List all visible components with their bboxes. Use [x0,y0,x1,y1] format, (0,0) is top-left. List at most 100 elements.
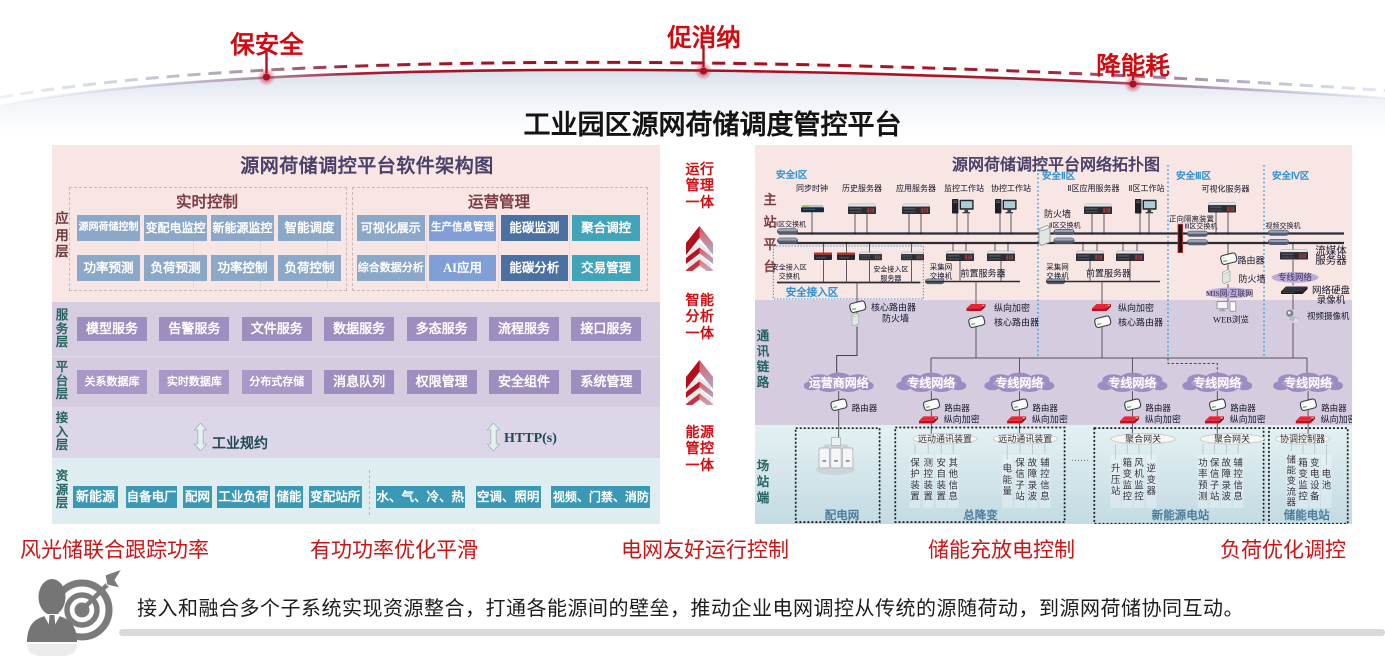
svg-text:保: 保 [1015,457,1025,469]
svg-text:安全Ⅳ区: 安全Ⅳ区 [1272,170,1310,182]
svg-text:控: 控 [1298,491,1308,503]
svg-text:视频交换机: 视频交换机 [1266,221,1301,230]
svg-text:Ⅰ区交换机: Ⅰ区交换机 [776,220,806,229]
svg-text:路由器: 路由器 [1238,255,1265,266]
svg-text:历史服务器: 历史服务器 [842,183,882,193]
svg-text:纵向加密: 纵向加密 [1145,414,1181,425]
svg-text:主: 主 [763,192,776,207]
svg-text:专线网络: 专线网络 [1278,272,1313,282]
svg-text:总降变: 总降变 [963,508,998,522]
svg-text:控: 控 [923,468,933,480]
svg-text:运营商网络: 运营商网络 [809,375,869,390]
svg-text:Ⅱ区工作站: Ⅱ区工作站 [1129,183,1165,193]
svg-text:防火墙: 防火墙 [882,313,909,324]
svg-text:前置服务器: 前置服务器 [1086,268,1131,279]
svg-text:自: 自 [936,468,946,480]
svg-text:电: 电 [1322,468,1332,480]
svg-text:监控工作站: 监控工作站 [944,183,984,193]
svg-text:置: 置 [936,492,946,503]
svg-text:流: 流 [1287,486,1297,498]
svg-text:储能电站: 储能电站 [1284,508,1330,522]
svg-text:监: 监 [1298,479,1308,491]
svg-text:路: 路 [757,375,770,390]
svg-text:率: 率 [1198,468,1208,480]
svg-text:路由器: 路由器 [944,403,970,413]
svg-text:障: 障 [1028,468,1038,480]
svg-text:测: 测 [923,458,933,469]
svg-text:障: 障 [1222,468,1232,480]
svg-text:辅: 辅 [1040,457,1050,469]
svg-text:储: 储 [1287,454,1297,466]
svg-text:采集网: 采集网 [930,262,953,272]
svg-text:聚合网关: 聚合网关 [1214,433,1250,444]
svg-text:息: 息 [1233,491,1243,503]
svg-text:场: 场 [757,459,770,473]
svg-text:机: 机 [1134,468,1144,480]
svg-text:站: 站 [1210,491,1220,503]
svg-text:路由器: 路由器 [1145,403,1171,413]
svg-text:监: 监 [1134,479,1144,491]
svg-text:站: 站 [763,214,776,229]
svg-text:Ⅱ区应用服务器: Ⅱ区应用服务器 [1068,183,1120,193]
svg-text:信: 信 [1015,468,1025,480]
svg-text:站: 站 [1015,491,1025,503]
svg-text:录: 录 [1222,480,1232,491]
svg-text:远动通讯装置: 远动通讯装置 [918,433,972,444]
svg-text:专线网络: 专线网络 [995,375,1043,390]
svg-text:正向隔离装置: 正向隔离装置 [1169,214,1214,224]
svg-text:纵向加密: 纵向加密 [944,414,980,425]
svg-text:故: 故 [1028,457,1038,469]
svg-text:安全Ⅰ区: 安全Ⅰ区 [776,169,808,181]
svg-text:控: 控 [1233,468,1243,480]
svg-text:池: 池 [1322,479,1332,491]
svg-text:服务器: 服务器 [1315,254,1347,267]
svg-text:网络硬盘: 网络硬盘 [1312,285,1351,297]
svg-text:服务器: 服务器 [880,274,901,283]
svg-text:信: 信 [948,479,958,491]
svg-text:应用服务器: 应用服务器 [896,183,936,193]
svg-text:链: 链 [757,359,770,374]
svg-text:控: 控 [1040,468,1050,480]
svg-text:配电网: 配电网 [825,508,860,522]
svg-text:核心路由器: 核心路由器 [994,317,1039,328]
svg-text:测: 测 [1198,492,1208,503]
svg-text:流媒体: 流媒体 [1315,244,1347,257]
svg-text:远动通讯装置: 远动通讯装置 [998,433,1052,444]
svg-text:置: 置 [923,492,933,503]
svg-text:变: 变 [1123,468,1133,480]
svg-text:信: 信 [1040,479,1050,491]
svg-text:视频摄像机: 视频摄像机 [1307,311,1350,321]
svg-text:装: 装 [910,479,920,491]
svg-text:专线网络: 专线网络 [1284,375,1332,390]
svg-text:监: 监 [1123,479,1133,491]
svg-text:控: 控 [1123,491,1133,503]
svg-text:护: 护 [910,468,920,480]
svg-text:能: 能 [1002,474,1012,486]
svg-text:息: 息 [948,491,958,503]
svg-text:变: 变 [1146,474,1156,486]
svg-text:核心路由器: 核心路由器 [1118,317,1163,328]
svg-text:路由器: 路由器 [852,403,878,413]
svg-text:交换机: 交换机 [930,271,953,281]
svg-text:路由器: 路由器 [1230,403,1256,413]
svg-text:新能源电站: 新能源电站 [1152,508,1210,522]
svg-text:站: 站 [1111,485,1121,497]
svg-text:子: 子 [1210,480,1220,491]
svg-text:路由器: 路由器 [1321,403,1347,413]
svg-text:核心路由器: 核心路由器 [871,302,916,313]
svg-text:防火墙: 防火墙 [1044,208,1071,219]
svg-text:风: 风 [1134,458,1144,469]
svg-text:纵向加密: 纵向加密 [1032,414,1068,425]
svg-text:协调控制器: 协调控制器 [1280,433,1325,444]
svg-text:可视化服务器: 可视化服务器 [1202,184,1250,194]
svg-text:采集网: 采集网 [1046,262,1069,272]
svg-text:升: 升 [1111,464,1121,475]
svg-text:安全Ⅱ区: 安全Ⅱ区 [1042,170,1076,182]
svg-text:其: 其 [948,458,958,469]
svg-text:安全接入区: 安全接入区 [786,286,839,299]
svg-text:协控工作站: 协控工作站 [991,183,1031,193]
svg-text:变: 变 [1287,475,1297,487]
svg-text:量: 量 [1002,486,1012,497]
svg-text:变: 变 [1310,457,1320,469]
svg-text:纵向加密: 纵向加密 [1321,414,1352,425]
